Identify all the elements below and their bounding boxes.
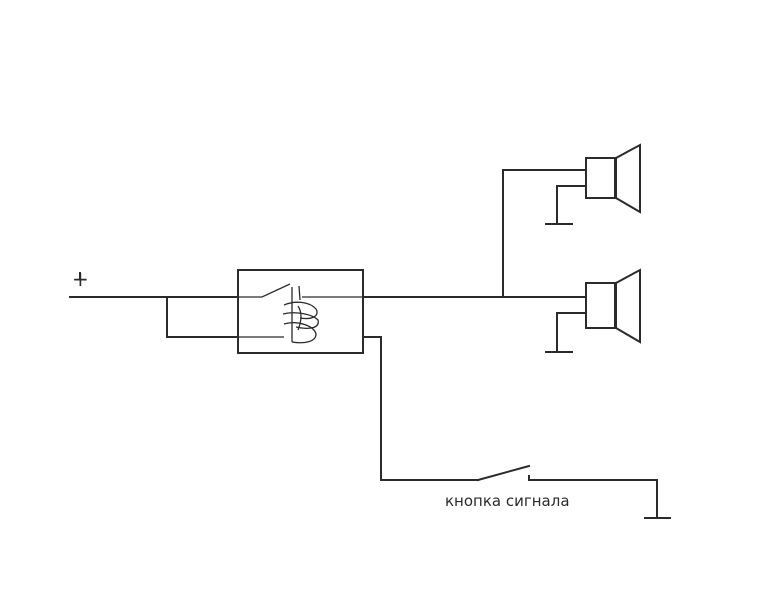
- horn-relay: [237, 269, 364, 354]
- upper-horn-wire: [502, 169, 587, 298]
- relay-contact-icon: [238, 283, 291, 298]
- button-wire: [362, 336, 479, 481]
- horn-button-switch: [476, 464, 671, 519]
- coil-feed-wire: [166, 296, 239, 338]
- upper-horn-icon: [545, 143, 641, 225]
- relay-body: [237, 269, 364, 354]
- relay-coil-icon: [238, 285, 319, 344]
- power-supply-terminal: +: [72, 267, 89, 291]
- lower-horn-icon: [545, 268, 641, 353]
- horn-button-label: кнопка сигнала: [445, 492, 570, 510]
